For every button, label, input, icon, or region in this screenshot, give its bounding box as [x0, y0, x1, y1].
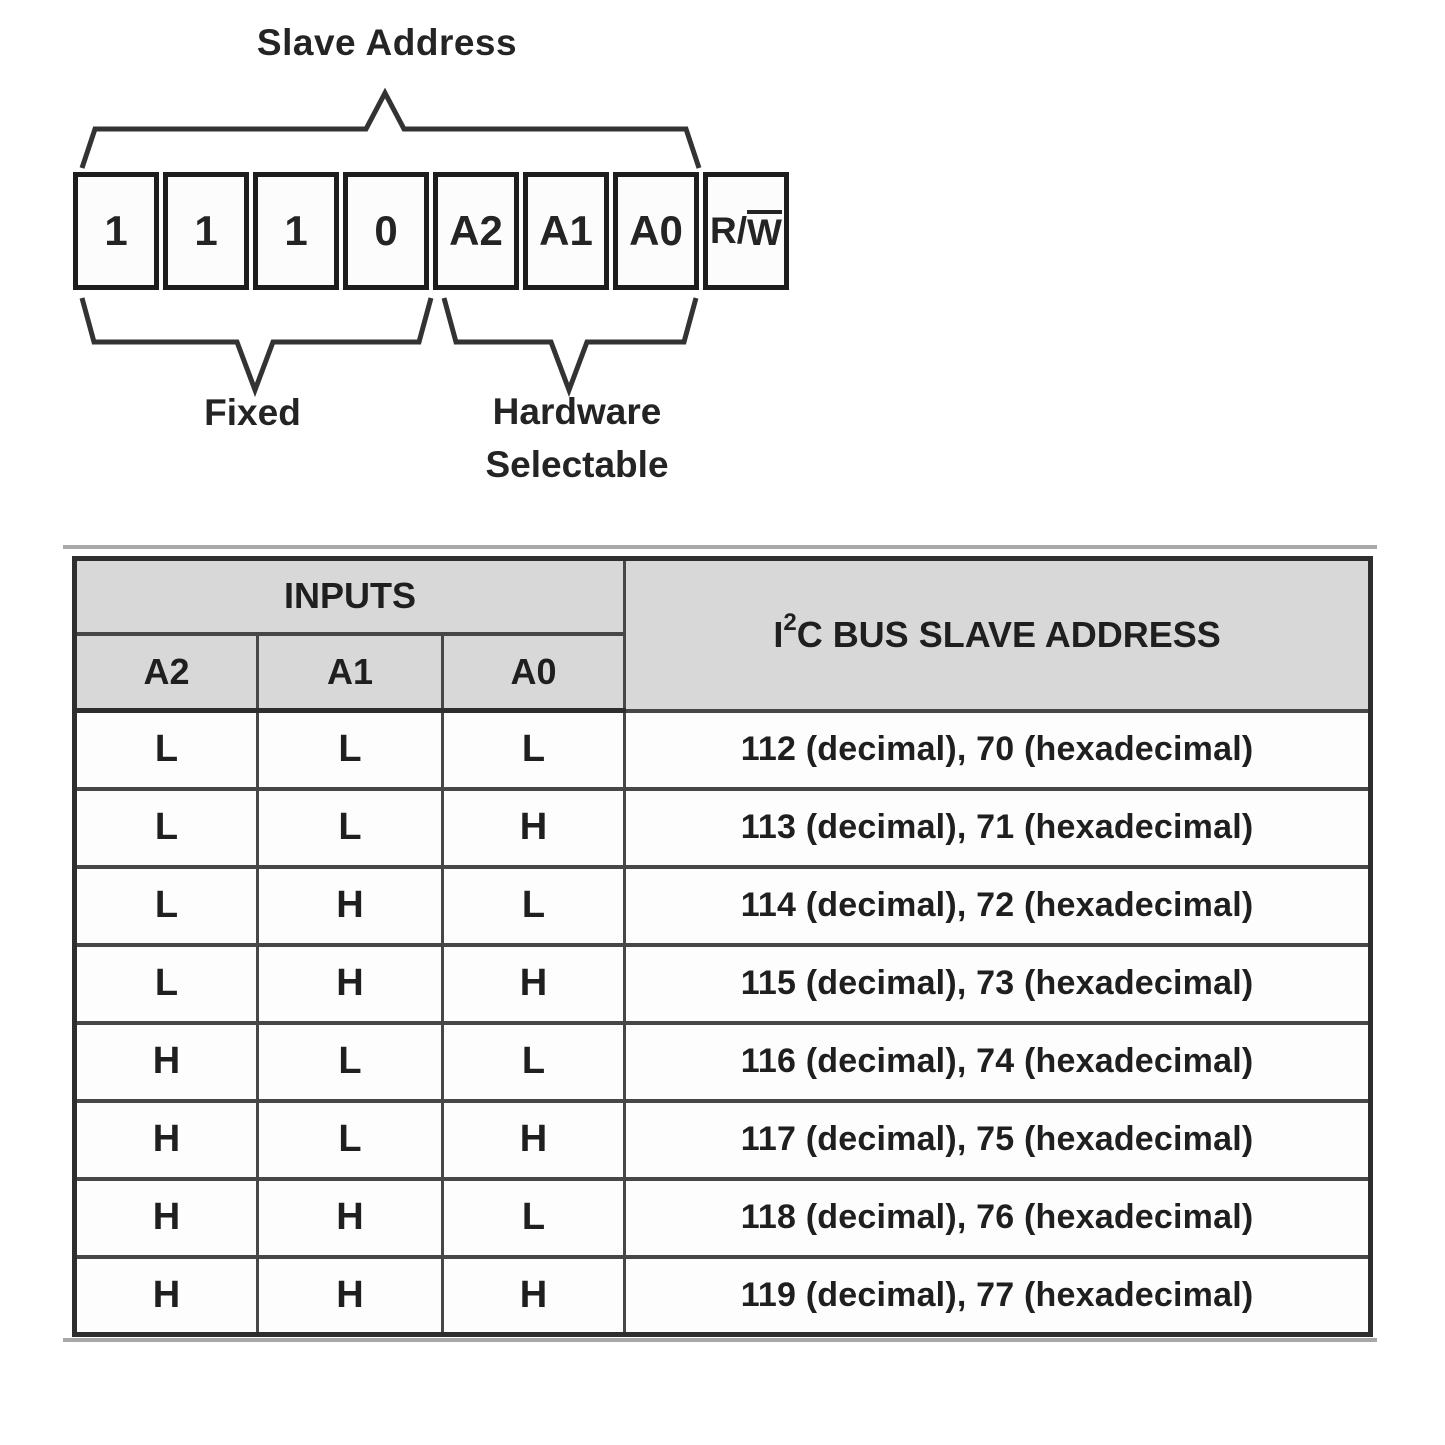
input-cell-a2: L	[73, 786, 259, 869]
input-cell-a1: L	[256, 708, 444, 791]
input-cell-a1: L	[256, 786, 444, 869]
input-cell-a0: H	[440, 786, 627, 869]
inputs-header-cell: INPUTS	[72, 556, 627, 636]
input-cell-a2: L	[73, 708, 259, 791]
input-cell-a2: H	[73, 1098, 259, 1181]
rw-overlined-w: W	[747, 210, 782, 254]
input-cell-a0: H	[440, 1098, 627, 1181]
slave-address-title: Slave Address	[256, 22, 518, 63]
i2c-header-rest: C BUS SLAVE ADDRESS	[796, 613, 1221, 655]
i2c-header-sup: 2	[783, 608, 797, 636]
hardware-selectable-line2: Selectable	[485, 443, 669, 485]
rw-prefix: R/	[710, 210, 748, 251]
input-cell-a2: L	[73, 942, 259, 1025]
bit-cell-a1: A1	[523, 172, 609, 290]
input-cell-a1: L	[256, 1098, 444, 1181]
input-cell-a0: L	[440, 1176, 627, 1259]
hardware-selectable-line1: Hardware	[492, 391, 662, 432]
address-cell: 113 (decimal), 71 (hexadecimal)	[623, 786, 1373, 869]
i2c-header-base: I	[773, 613, 784, 655]
input-cell-a2: L	[73, 864, 259, 947]
address-cell: 112 (decimal), 70 (hexadecimal)	[623, 708, 1373, 791]
input-cell-a2: H	[73, 1254, 259, 1337]
table-row: H H L 118 (decimal), 76 (hexadecimal)	[73, 1176, 1373, 1259]
input-cell-a1: H	[256, 942, 444, 1025]
input-cell-a1: H	[256, 1176, 444, 1259]
bit-cell-a2: A2	[433, 172, 519, 290]
input-cell-a0: H	[440, 1254, 627, 1337]
table-row: L H L 114 (decimal), 72 (hexadecimal)	[73, 864, 1373, 947]
address-cell: 116 (decimal), 74 (hexadecimal)	[623, 1020, 1373, 1103]
bit-cell-a0: A0	[613, 172, 699, 290]
input-cell-a2: H	[73, 1176, 259, 1259]
hardware-selectable-brace	[441, 297, 699, 398]
hardware-selectable-label: Hardware Selectable	[432, 386, 722, 491]
bit-cell-5: 1	[253, 172, 339, 290]
a1-header-cell: A1	[256, 631, 444, 713]
input-cell-a0: L	[440, 864, 627, 947]
input-cell-a0: L	[440, 708, 627, 791]
input-cell-a1: L	[256, 1020, 444, 1103]
a2-header-cell: A2	[73, 631, 259, 713]
input-cell-a1: H	[256, 864, 444, 947]
table-row: H L L 116 (decimal), 74 (hexadecimal)	[73, 1020, 1373, 1103]
fixed-brace	[79, 297, 434, 398]
address-cell: 119 (decimal), 77 (hexadecimal)	[623, 1254, 1373, 1337]
a0-header-cell: A0	[440, 631, 627, 713]
i2c-address-table: INPUTS I2C BUS SLAVE ADDRESS A2 A1 A0 L …	[72, 556, 1374, 1337]
bit-cell-4: 0	[343, 172, 429, 290]
address-cell: 115 (decimal), 73 (hexadecimal)	[623, 942, 1373, 1025]
slave-address-brace	[79, 87, 702, 169]
table-row: L L H 113 (decimal), 71 (hexadecimal)	[73, 786, 1373, 869]
bit-cell-7: 1	[73, 172, 159, 290]
input-cell-a0: H	[440, 942, 627, 1025]
braces-overlay	[79, 87, 702, 398]
i2c-bus-slave-address-header-cell: I2C BUS SLAVE ADDRESS	[623, 556, 1373, 713]
table-bottom-rule	[63, 1338, 1377, 1342]
address-cell: 117 (decimal), 75 (hexadecimal)	[623, 1098, 1373, 1181]
table-header-group-row: INPUTS I2C BUS SLAVE ADDRESS	[72, 556, 1373, 713]
table-row: L L L 112 (decimal), 70 (hexadecimal)	[73, 708, 1373, 791]
table-header-sub-row: A2 A1 A0	[73, 631, 1371, 713]
table-row: H H H 119 (decimal), 77 (hexadecimal)	[73, 1254, 1373, 1337]
address-cell: 114 (decimal), 72 (hexadecimal)	[623, 864, 1373, 947]
table-row: L H H 115 (decimal), 73 (hexadecimal)	[73, 942, 1373, 1025]
input-cell-a1: H	[256, 1254, 444, 1337]
table-row: H L H 117 (decimal), 75 (hexadecimal)	[73, 1098, 1373, 1181]
slave-address-bit-row: 1 1 1 0 A2 A1 A0 R/W	[73, 172, 789, 290]
bit-field-diagram: Slave Address 1 1 1 0 A2 A1 A0 R/W Fixed…	[0, 0, 820, 520]
address-cell: 118 (decimal), 76 (hexadecimal)	[623, 1176, 1373, 1259]
fixed-label: Fixed	[204, 392, 301, 433]
input-cell-a2: H	[73, 1020, 259, 1103]
table-top-rule	[63, 545, 1377, 549]
bit-cell-rw: R/W	[703, 172, 789, 290]
bit-cell-6: 1	[163, 172, 249, 290]
input-cell-a0: L	[440, 1020, 627, 1103]
